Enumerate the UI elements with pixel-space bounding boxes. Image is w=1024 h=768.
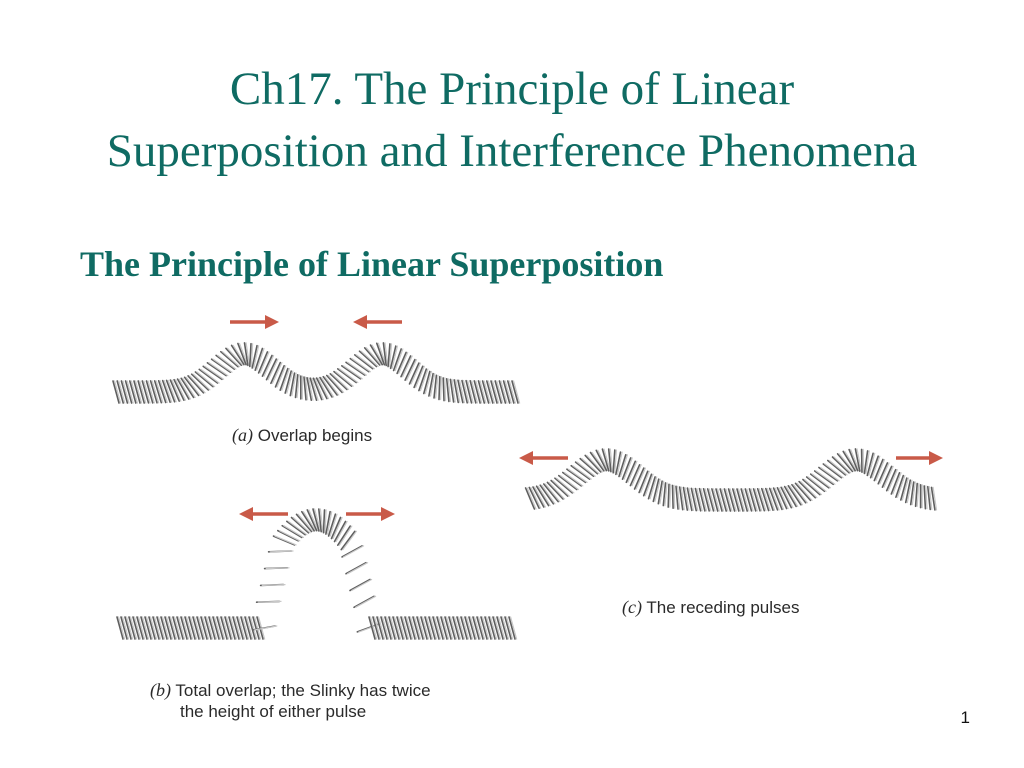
caption-c: (c) The receding pulses (622, 597, 800, 617)
caption-b: (b) Total overlap; the Slinky has twice … (150, 680, 431, 721)
slinky-a (112, 342, 521, 404)
section-heading: The Principle of Linear Superposition (80, 244, 664, 284)
slinky-c (524, 448, 938, 512)
caption-a: (a) Overlap begins (232, 425, 373, 445)
title-line-2: Superposition and Interference Phenomena (106, 125, 918, 177)
page-number: 1 (960, 708, 970, 727)
title-line-1: Ch17. The Principle of Linear (229, 63, 795, 115)
slinky-b (116, 508, 518, 640)
slide-title: Ch17. The Principle of Linear Superposit… (0, 58, 1024, 182)
